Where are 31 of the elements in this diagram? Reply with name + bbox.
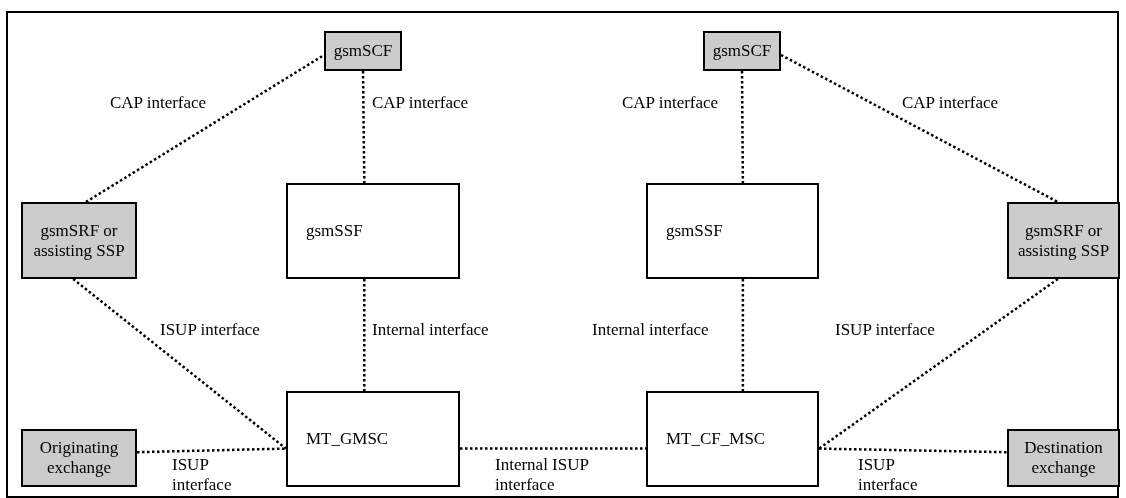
dotted-connector	[361, 71, 366, 183]
external-entity-box	[1007, 202, 1120, 279]
node-label: MT_CF_MSC	[666, 429, 766, 449]
external-entity-box	[21, 429, 137, 487]
dotted-connector	[780, 53, 1059, 204]
dotted-connector	[740, 71, 745, 183]
dotted-connector	[818, 278, 1059, 450]
dotted-connector	[72, 278, 287, 450]
dotted-connector	[363, 279, 366, 391]
node-label: gsmSRF or assisting SSP	[32, 220, 126, 261]
function-box	[286, 391, 460, 487]
dotted-connector	[818, 447, 1008, 454]
dotted-connector	[460, 447, 646, 450]
external-entity-box	[324, 31, 402, 71]
dotted-connector	[85, 53, 325, 204]
node-label: MT_GMSC	[306, 429, 389, 449]
external-entity-box	[1007, 429, 1120, 487]
function-box	[286, 183, 460, 279]
dotted-connector	[741, 279, 745, 391]
node-label: Destination exchange	[1023, 438, 1104, 478]
node-label: gsmSSF	[306, 221, 363, 241]
node-label: gsmSRF or assisting SSP	[1016, 220, 1111, 261]
function-box	[646, 183, 819, 279]
node-label: gsmSCF	[712, 41, 772, 61]
external-entity-box	[703, 31, 781, 71]
node-label: gsmSCF	[333, 41, 393, 61]
node-label: Originating exchange	[38, 438, 120, 478]
function-box	[646, 391, 819, 487]
node-label: gsmSSF	[666, 221, 723, 241]
external-entity-box	[21, 202, 137, 279]
dotted-connector	[136, 447, 287, 454]
